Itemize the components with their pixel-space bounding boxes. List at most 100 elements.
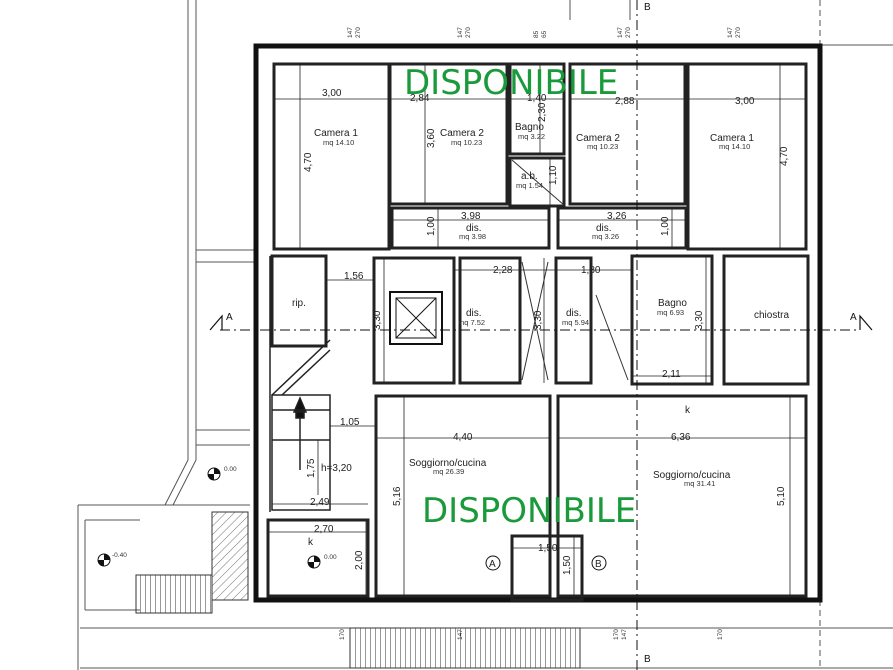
svg-text:B: B — [595, 559, 602, 570]
dim-h330-a: 3,30 — [372, 310, 383, 330]
hatch-stair-bottom — [349, 627, 581, 669]
room-ab-name: a.b. — [521, 171, 538, 182]
room-dis-center-left-area: mq 7.52 — [458, 318, 485, 327]
banner-disponibile-bottom: DISPONIBILE — [422, 491, 636, 531]
room-camera1-right-name: Camera 1 — [710, 133, 754, 144]
inner-walls — [266, 62, 810, 602]
room-camera1-left-name: Camera 1 — [314, 128, 358, 139]
room-dis-left-area: mq 3.98 — [459, 232, 486, 241]
dim-h470-left: 4,70 — [303, 152, 314, 172]
dim-h110: 1,10 — [548, 165, 559, 185]
dim-h330-b: 3,30 — [533, 310, 544, 330]
dim-w156: 1,56 — [344, 271, 364, 282]
room-camera2-left-name: Camera 2 — [440, 128, 484, 139]
dim-w180: 1,80 — [581, 265, 601, 276]
room-bagno-top-name: Bagno — [515, 122, 544, 133]
room-soggiorno-right-area: mq 31.41 — [684, 479, 715, 488]
staircase — [269, 256, 331, 512]
dimension-lines — [268, 64, 806, 600]
dim-h100-left: 1,00 — [426, 216, 437, 236]
dim-w440: 4,40 — [453, 432, 473, 443]
section-line-b: B B — [636, 0, 651, 670]
bottom-mark-5: 170 — [717, 629, 724, 640]
dim-h100-right: 1,00 — [660, 216, 671, 236]
dim-h175: 1,75 — [306, 458, 317, 478]
svg-text:0.00: 0.00 — [224, 466, 237, 473]
section-a-right: A — [850, 312, 857, 323]
room-camera2-right-area: mq 10.23 — [587, 142, 618, 151]
dim-h510: 5,10 — [776, 486, 787, 506]
dim-w284: 2,84 — [410, 93, 430, 104]
dim-h230: 2,30 — [537, 102, 548, 122]
window-mark-5a: 147 — [727, 27, 734, 38]
banner-disponibile-top: DISPONIBILE — [404, 63, 618, 103]
window-mark-2a: 147 — [457, 27, 464, 38]
room-dis-center-left-name: dis. — [466, 308, 482, 319]
level-marker-3: 0.00 — [307, 554, 337, 569]
elevator — [389, 291, 443, 345]
mark-k-2: k — [308, 537, 314, 548]
section-a-left: A — [226, 312, 233, 323]
room-dis-center-right-area: mq 5.94 — [562, 318, 589, 327]
mark-k-1: k — [685, 405, 691, 416]
section-line-a: A A — [209, 312, 873, 331]
room-bagno-top-area: mq 3.22 — [518, 132, 545, 141]
room-bagno-right-area: mq 6.93 — [657, 308, 684, 317]
window-mark-4b: 270 — [625, 27, 632, 38]
room-bagno-right-name: Bagno — [658, 298, 687, 309]
dim-h200: 2,00 — [354, 550, 365, 570]
bottom-mark-1: 170 — [339, 629, 346, 640]
dim-w288: 2,88 — [615, 96, 635, 107]
room-soggiorno-left-area: mq 26.39 — [433, 467, 464, 476]
section-b-top: B — [644, 2, 651, 13]
room-camera2-left-area: mq 10.23 — [451, 138, 482, 147]
level-marker-1: 0.00 — [207, 466, 237, 481]
window-mark-1a: 147 — [347, 27, 354, 38]
room-camera1-left-area: mq 14.10 — [323, 138, 354, 147]
dim-w270: 2,70 — [314, 524, 334, 535]
bottom-mark-3: 170 — [613, 629, 620, 640]
room-camera2-right-name: Camera 2 — [576, 133, 620, 144]
window-mark-4a: 147 — [617, 27, 624, 38]
dim-w105: 1,05 — [340, 417, 360, 428]
dim-h330-c: 3,30 — [694, 310, 705, 330]
dim-h360: 3,60 — [426, 128, 437, 148]
room-rip-name: rip. — [292, 298, 306, 309]
dim-w398: 3,98 — [461, 211, 481, 222]
axis-marker-a: A — [485, 555, 501, 571]
dim-w150: 1,50 — [538, 543, 558, 554]
dim-w249: 2,49 — [310, 497, 330, 508]
window-mark-3b: 65 — [541, 30, 548, 38]
dim-room-height: h=3,20 — [321, 463, 352, 474]
svg-text:A: A — [489, 559, 496, 570]
dim-h150: 1,50 — [562, 555, 573, 575]
bottom-mark-2: 147 — [457, 629, 464, 640]
bottom-mark-4: 147 — [621, 629, 628, 640]
dim-w211: 2,11 — [662, 369, 681, 380]
window-mark-2b: 270 — [465, 27, 472, 38]
room-dis-left-name: dis. — [466, 223, 482, 234]
dim-w326: 3,26 — [607, 211, 627, 222]
window-mark-5b: 270 — [735, 27, 742, 38]
svg-text:0.00: 0.00 — [324, 554, 337, 561]
bottom-window-dimensions: 170 147 170 147 170 — [339, 629, 724, 640]
top-window-dimensions: 147 270 147 270 85 65 147 270 147 270 — [325, 27, 770, 47]
dim-w300-left: 3,00 — [322, 88, 342, 99]
room-ab-area: mq 1.54 — [516, 181, 543, 190]
room-dis-center-right-name: dis. — [566, 308, 582, 319]
hatch-step — [135, 574, 213, 614]
dim-w140: 1,40 — [527, 93, 547, 104]
dim-w300-right: 3,00 — [735, 96, 755, 107]
section-b-bottom: B — [644, 654, 651, 665]
room-camera1-right-area: mq 14.10 — [719, 142, 750, 151]
level-marker-2: -0.40 — [97, 552, 127, 567]
dim-w636: 6,36 — [671, 432, 691, 443]
outer-walls — [253, 43, 823, 603]
dim-h470-right: 4,70 — [779, 146, 790, 166]
room-dis-right-name: dis. — [596, 223, 612, 234]
room-soggiorno-right-name: Soggiorno/cucina — [653, 470, 731, 481]
window-mark-1b: 270 — [355, 27, 362, 38]
dim-h516: 5,16 — [392, 486, 403, 506]
hatch-ramp — [211, 511, 249, 601]
